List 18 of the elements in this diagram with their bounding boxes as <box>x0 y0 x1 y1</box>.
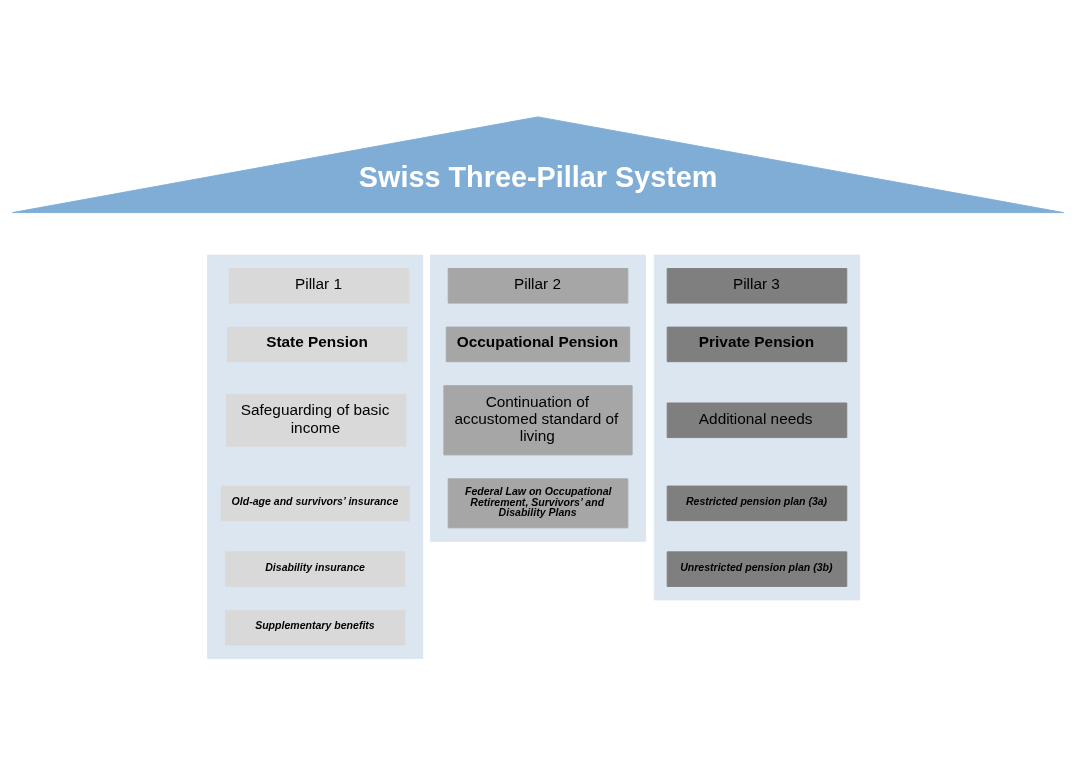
node-box: Pillar 1 <box>228 267 410 304</box>
node-box: Additional needs <box>666 402 848 438</box>
node-box: Old-age and survivors’ insurance <box>220 485 410 521</box>
cluster <box>207 254 424 659</box>
cluster <box>653 254 861 600</box>
node-box: Supplementary benefits <box>224 609 406 645</box>
node-box: Safeguarding of basic income <box>225 393 407 447</box>
node-box: Pillar 2 <box>447 267 629 304</box>
node-box: Continuation of accustomed standard of living <box>443 384 633 455</box>
cluster <box>429 254 647 542</box>
node-box: Disability insurance <box>224 550 406 587</box>
node-box: Occupational Pension <box>445 326 631 362</box>
node-box: Pillar 3 <box>666 267 848 304</box>
node-box: Restricted pension plan (3a) <box>666 485 848 521</box>
node-box: Private Pension <box>666 326 848 362</box>
node-box: State Pension <box>226 326 408 362</box>
node-box: Unrestricted pension plan (3b) <box>666 550 848 587</box>
node-box: Federal Law on Occupational Retirement, Survivors’ and Disability Plans <box>447 477 629 528</box>
